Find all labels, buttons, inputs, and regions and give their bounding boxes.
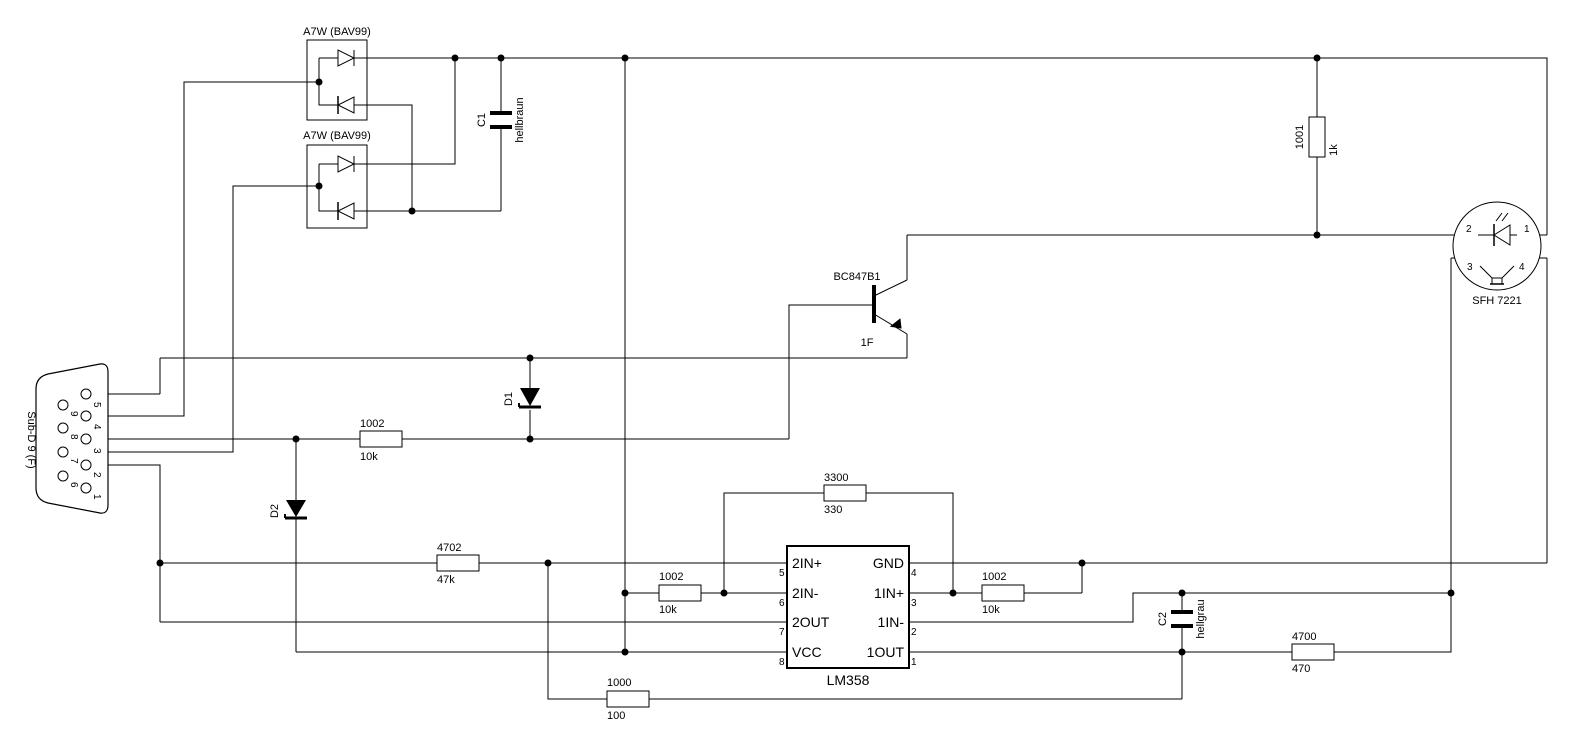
transistor-bc847: BC847B1 1F	[833, 271, 908, 349]
connector-pin-6: 6	[68, 482, 79, 488]
ic-pin3-num: 3	[911, 598, 917, 609]
r1000-ref: 1000	[607, 677, 631, 689]
c1-ref: C1	[476, 113, 488, 127]
junction-dots	[156, 54, 1455, 656]
transistor-marking: 1F	[861, 337, 874, 349]
r4702-value: 47k	[437, 574, 455, 586]
capacitor-c1: C1 hellbraun	[476, 97, 526, 142]
d1-ref: D1	[503, 392, 515, 406]
ic-pin7-num: 7	[779, 627, 785, 638]
ic-pin5-name: 2IN+	[792, 555, 822, 571]
connector-pin-1: 1	[91, 494, 102, 500]
ic-lm358: 2IN+ 5 2IN- 6 2OUT 7 VCC 8 GND 4 1IN+ 3 …	[779, 545, 917, 688]
resistor-4702: 4702 47k	[436, 542, 480, 586]
ic-pin2-name: 1IN-	[878, 614, 905, 630]
c1-value: hellbraun	[514, 97, 526, 142]
r1002a-value: 10k	[360, 451, 378, 463]
connector-name: Sub-D 9 (F)	[25, 411, 37, 468]
r4702-ref: 4702	[437, 542, 461, 554]
connector-pin-4: 4	[91, 424, 102, 430]
connector-pin-8: 8	[68, 434, 79, 440]
capacitor-c2: C2 hellgrau	[1157, 599, 1207, 638]
connector-pin-2: 2	[91, 472, 102, 478]
opto-pin-1: 1	[1524, 224, 1530, 235]
connector-pin-5: 5	[91, 402, 102, 408]
ic-pin1-name: 1OUT	[867, 644, 905, 660]
diode-array-bottom-label: A7W (BAV99)	[303, 130, 371, 142]
ic-pin8-num: 8	[779, 657, 785, 668]
r4700-value: 470	[1292, 663, 1310, 675]
diode-array-bottom: A7W (BAV99)	[303, 130, 371, 229]
optocoupler-name: SFH 7221	[1472, 295, 1522, 307]
r1002c-ref: 1002	[982, 571, 1006, 583]
ic-pin8-name: VCC	[792, 644, 822, 660]
resistor-r1001: 1001 1k	[1294, 116, 1340, 158]
connector-pin-7: 7	[68, 458, 79, 464]
ic-pin1-num: 1	[911, 657, 917, 668]
diode-array-top-label: A7W (BAV99)	[303, 26, 371, 38]
connector-pin-9: 9	[68, 411, 79, 417]
ic-pin4-num: 4	[911, 568, 917, 579]
r1002a-ref: 1002	[360, 418, 384, 430]
r1002c-value: 10k	[982, 604, 1000, 616]
r3300-ref: 3300	[824, 472, 848, 484]
ic-pin5-num: 5	[779, 568, 785, 579]
resistor-1002-b: 1002 10k	[658, 571, 702, 616]
ic-pin2-num: 2	[911, 627, 917, 638]
ic-pin6-num: 6	[779, 598, 785, 609]
r1001-value: 1k	[1328, 144, 1340, 156]
c2-value: hellgrau	[1195, 599, 1207, 638]
r1002b-value: 10k	[659, 604, 677, 616]
opto-pin-4: 4	[1519, 262, 1525, 273]
resistor-3300: 3300 330	[823, 472, 867, 516]
diode-array-top: A7W (BAV99)	[303, 26, 371, 121]
resistor-1000: 1000 100	[606, 677, 650, 722]
r1000-value: 100	[607, 710, 625, 722]
sub-d9-connector: 1 2 3 4 5 6 7 8 9 Sub-D 9 (F)	[25, 363, 109, 514]
optocoupler-sfh7221: 1 2 3 4 SFH 7221	[1452, 201, 1542, 307]
resistor-1002-c: 1002 10k	[981, 571, 1025, 616]
ic-pin7-name: 2OUT	[792, 614, 830, 630]
opto-pin-3: 3	[1467, 262, 1473, 273]
diode-d2: D2	[269, 500, 307, 520]
r1002b-ref: 1002	[659, 571, 683, 583]
diode-d1: D1	[503, 388, 541, 409]
d2-ref: D2	[269, 504, 281, 518]
c2-ref: C2	[1157, 612, 1169, 626]
r1001-ref: 1001	[1294, 125, 1306, 149]
resistor-1002-a: 1002 10k	[359, 418, 403, 463]
ic-pin3-name: 1IN+	[874, 585, 904, 601]
resistor-4700: 4700 470	[1291, 631, 1335, 675]
connector-pin-3: 3	[91, 448, 102, 454]
r4700-ref: 4700	[1292, 631, 1316, 643]
r3300-value: 330	[824, 504, 842, 516]
ic-pin6-name: 2IN-	[792, 585, 819, 601]
opto-pin-2: 2	[1466, 224, 1472, 235]
ic-name: LM358	[827, 672, 870, 688]
ic-pin4-name: GND	[873, 555, 904, 571]
transistor-ref: BC847B1	[833, 271, 880, 283]
